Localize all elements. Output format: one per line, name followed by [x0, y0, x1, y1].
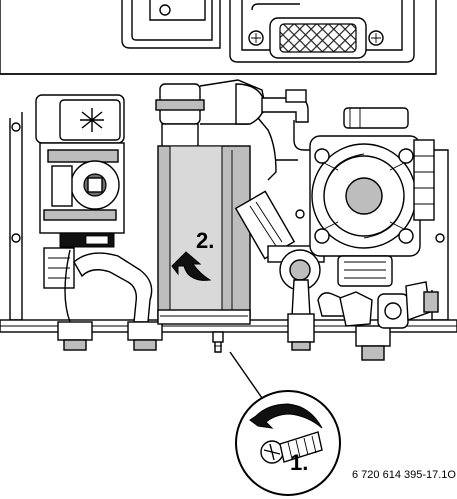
upward-arrow-icon — [171, 251, 212, 281]
top-casing — [0, 0, 437, 75]
step-1-label: 1. — [290, 450, 308, 475]
rotation-arrow-icon — [249, 403, 323, 429]
left-pipe — [57, 252, 163, 351]
magnified-detail: 1. — [235, 390, 341, 496]
drain-screw — [212, 331, 263, 399]
step-2-label: 2. — [196, 228, 214, 253]
bottom-right-valves — [287, 281, 439, 361]
reference-code: 6 720 614 395-17.1O — [352, 469, 456, 481]
central-cylinder — [155, 79, 267, 325]
middle-pipework — [234, 89, 325, 317]
screw-icon — [260, 431, 323, 464]
gas-valve-block — [35, 94, 125, 323]
circulation-pump — [293, 107, 435, 287]
